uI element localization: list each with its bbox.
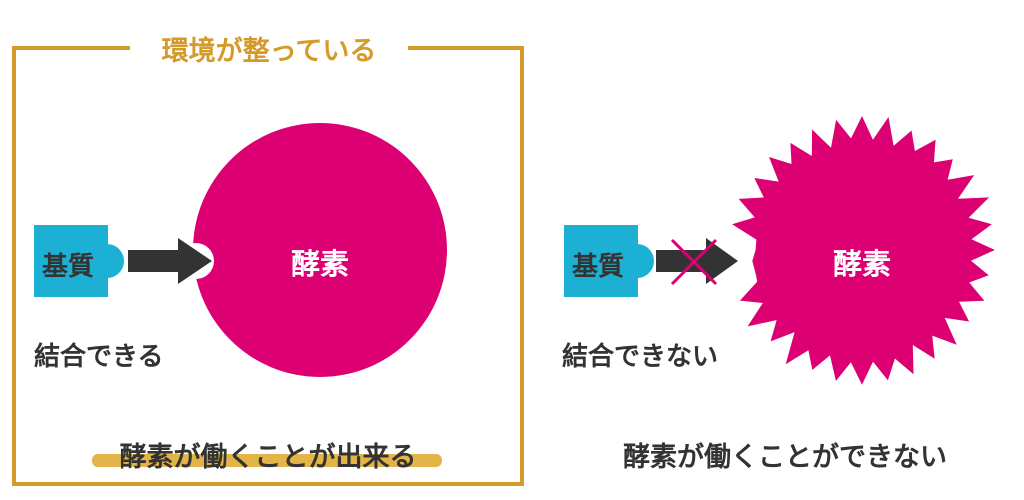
cross-line-2	[670, 238, 718, 286]
binding-text: 結合できる	[34, 341, 163, 372]
arrow-shaft	[128, 250, 180, 272]
denatured-enzyme-label: 酵素	[833, 247, 891, 281]
result-highlight	[92, 454, 442, 467]
substrate-tab-right	[620, 244, 654, 278]
enzyme-circle	[193, 123, 447, 377]
substrate-block	[34, 225, 124, 297]
right-panel: 酵素 基質 結合できない 酵素が働くことができない	[562, 116, 995, 473]
arrow-head-right	[706, 238, 738, 284]
denatured-enzyme	[732, 116, 995, 385]
binding-arrow	[128, 238, 212, 284]
result-text: 酵素が働くことが出来る	[120, 441, 417, 473]
left-panel: 環境が整っている 酵素 基質 結合できる 酵素が働くことが出来る	[12, 35, 524, 486]
enzyme-label: 酵素	[291, 247, 349, 281]
frame-title: 環境が整っている	[162, 35, 377, 67]
cross-mark-icon	[670, 238, 718, 286]
result-text-right: 酵素が働くことができない	[623, 441, 947, 473]
substrate-block-right	[564, 225, 654, 297]
substrate-label-right: 基質	[572, 252, 624, 282]
environment-frame	[12, 46, 524, 486]
binding-text-right: 結合できない	[562, 341, 718, 372]
substrate-tab	[90, 244, 124, 278]
blocked-arrow	[656, 238, 738, 284]
arrow-shaft-right	[656, 250, 708, 272]
substrate-label: 基質	[42, 252, 94, 282]
arrow-head	[178, 238, 212, 284]
